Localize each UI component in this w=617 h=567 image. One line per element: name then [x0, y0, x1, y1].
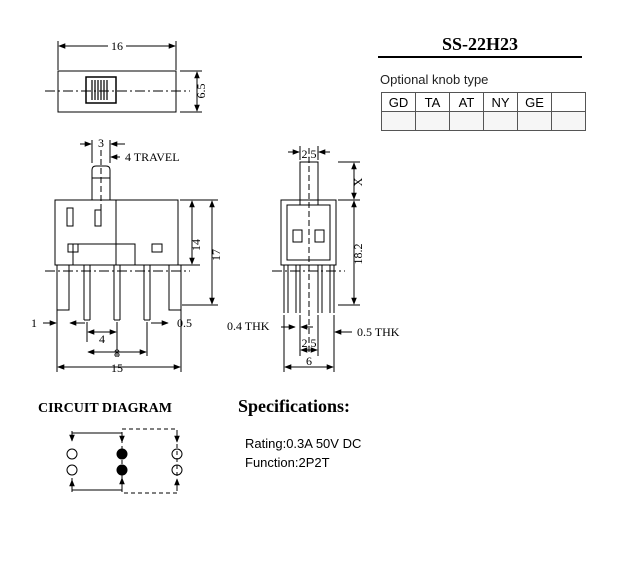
knob-option-ge: GE [517, 92, 552, 112]
knob-cell-empty [415, 111, 450, 131]
knob-option-gd: GD [381, 92, 416, 112]
dim-3-label: 3 [98, 136, 104, 150]
top-view-knob [85, 76, 117, 104]
side-view-body [280, 199, 337, 266]
knob-cell-empty [449, 111, 484, 131]
model-title: SS-22H23 [378, 34, 582, 58]
spec-function: Function:2P2T [245, 455, 330, 470]
side-dim-x-label: X [351, 177, 365, 186]
knob-option-ny: NY [483, 92, 518, 112]
knob-type-row: GD TA AT NY GE [381, 92, 586, 112]
specifications-title: Specifications: [238, 396, 350, 416]
side-dim-18-2-label: 18.2 [351, 244, 365, 265]
terminal-open [66, 464, 78, 476]
top-view [45, 41, 202, 113]
dim-4-label: 4 [99, 332, 105, 346]
dim-0-5-label: 0.5 [177, 316, 192, 330]
side-dim-2-5-top-label: 2.5 [302, 147, 317, 161]
knob-type-table: GD TA AT NY GE [381, 92, 586, 131]
terminal-open [66, 448, 78, 460]
thk-0-5-label: 0.5 THK [357, 325, 400, 339]
dim-8-label: 8 [114, 346, 120, 360]
terminal-open [171, 448, 183, 460]
terminal-common [116, 448, 128, 460]
side-dim-2-5-bottom-label: 2.5 [302, 336, 317, 350]
circuit-diagram-title: CIRCUIT DIAGRAM [38, 401, 172, 416]
circuit-diagram [66, 428, 183, 494]
knob-cell-empty [517, 111, 552, 131]
knob-cell-empty [551, 111, 586, 131]
knob-type-empty-row [381, 111, 586, 131]
knob-option-at: AT [449, 92, 484, 112]
knob-type-caption: Optional knob type [380, 72, 489, 87]
knob-cell-empty [483, 111, 518, 131]
knob-option-ta: TA [415, 92, 450, 112]
side-view [272, 146, 360, 372]
spec-rating: Rating:0.3A 50V DC [245, 436, 362, 451]
dim-14-label: 14 [189, 239, 203, 251]
dim-16-label: 16 [111, 39, 123, 53]
dim-15-label: 15 [111, 361, 123, 375]
dim-6-5-label: 6.5 [194, 84, 208, 99]
travel-label: 4 TRAVEL [125, 150, 180, 164]
knob-cell-empty [381, 111, 416, 131]
side-dim-6-label: 6 [306, 354, 312, 368]
terminal-open [171, 464, 183, 476]
dim-17-label: 17 [209, 249, 223, 261]
knob-option-blank [551, 92, 586, 112]
front-view [43, 140, 218, 372]
terminal-common [116, 464, 128, 476]
dim-1-label: 1 [31, 316, 37, 330]
thk-0-4-label: 0.4 THK [227, 319, 270, 333]
